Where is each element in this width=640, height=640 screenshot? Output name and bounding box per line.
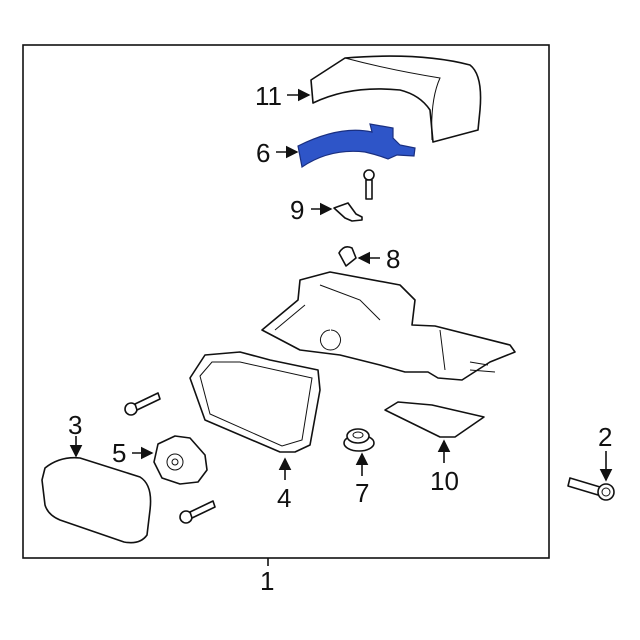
bolt[interactable]	[124, 392, 161, 416]
part-9-clip[interactable]	[333, 202, 363, 222]
callout-11: 11	[255, 81, 282, 111]
screw[interactable]	[363, 169, 375, 200]
callout-3: 3	[68, 410, 82, 440]
callout-1: 1	[260, 566, 274, 596]
part-2-bolt[interactable]	[567, 477, 615, 501]
part-7-grommet[interactable]	[343, 428, 375, 452]
part-4-mirror-backing[interactable]	[189, 351, 321, 453]
callout-6: 6	[256, 138, 270, 168]
callout-7: 7	[355, 478, 369, 508]
callout-9: 9	[290, 195, 304, 225]
mirror-base-housing[interactable]	[261, 271, 516, 381]
callout-5: 5	[112, 438, 126, 468]
callout-2: 2	[598, 422, 612, 452]
part-3-mirror-glass[interactable]	[41, 456, 152, 544]
part-5-motor[interactable]	[153, 435, 208, 485]
bolt[interactable]	[179, 500, 216, 524]
callout-4: 4	[277, 483, 291, 513]
callout-10: 10	[430, 466, 459, 496]
assembly-frame	[22, 44, 550, 559]
part-8-fastener[interactable]	[338, 246, 357, 267]
part-6-cover-bracket[interactable]	[297, 123, 416, 169]
callout-8: 8	[386, 244, 400, 274]
part-10-lamp-cover[interactable]	[384, 401, 485, 438]
part-11-mirror-cap[interactable]	[310, 55, 482, 143]
